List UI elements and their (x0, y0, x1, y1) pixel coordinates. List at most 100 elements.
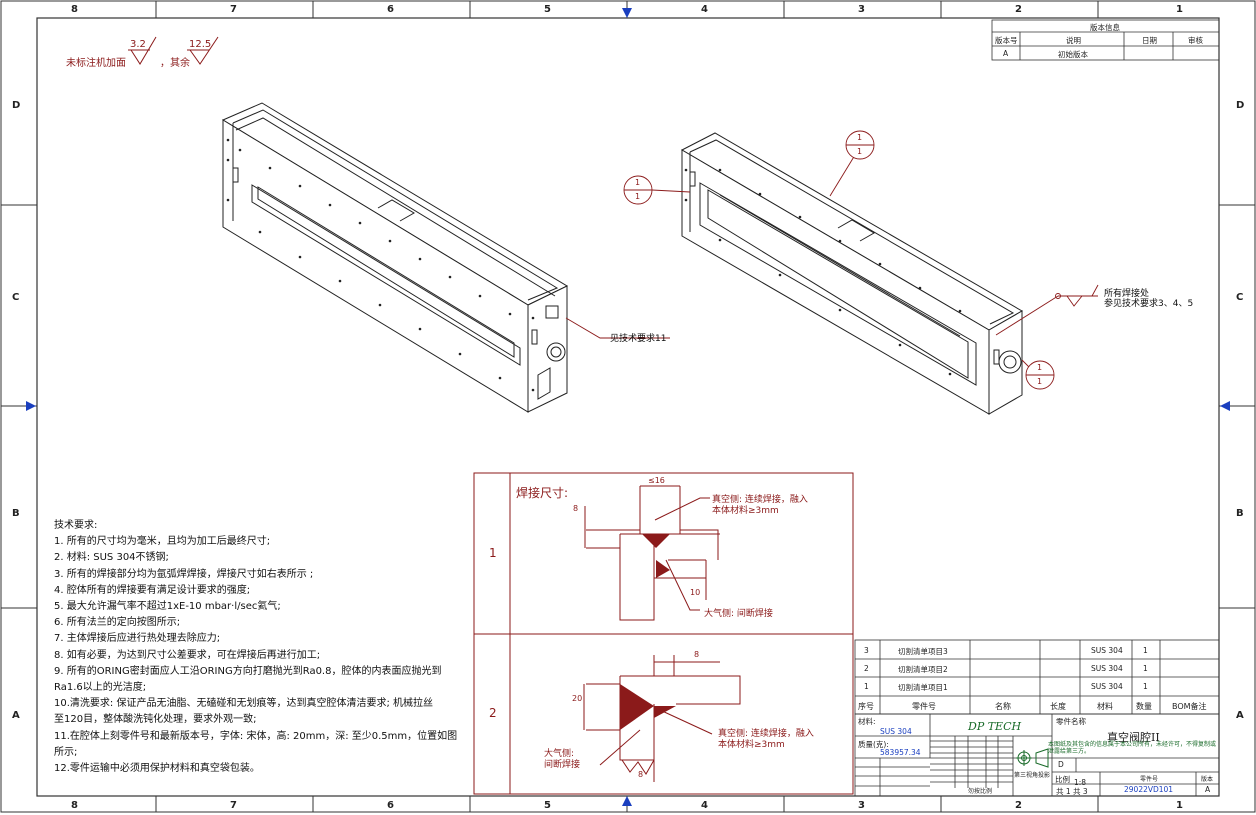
weld-note-line1: 所有焊接处 (1104, 289, 1150, 299)
bom-header-part: 零件号 (912, 702, 936, 711)
tb-scale-label: 比例 (1055, 775, 1070, 784)
bom-row1-material: SUS 304 (1091, 682, 1123, 691)
weld-balloons (623, 130, 1055, 390)
balloon-top-bottom: 1 (857, 147, 863, 156)
tb-projection: 第三视角投影 (1014, 772, 1051, 779)
revision-row-version: A (1003, 49, 1009, 58)
balloon-right-top: 1 (1037, 363, 1043, 372)
tech-item: 11.在腔体上刻零件号和最新版本号，字体: 宋体，高: 20mm，深: 至少0.… (54, 730, 458, 742)
bom-row3-material: SUS 304 (1091, 646, 1123, 655)
d2-atmosphere-line1: 大气侧: (544, 749, 575, 759)
revision-title: 版本信息 (1090, 23, 1120, 32)
zone-row-b: B (12, 508, 20, 519)
zone-col-5: 5 (544, 4, 551, 15)
technical-requirements: 技术要求: 1. 所有的尺寸均为毫米，且均为加工后最终尺寸; 2. 材料: SU… (54, 518, 457, 777)
bom-row1-part: 切割清单项目1 (898, 683, 948, 692)
d2-vacuum-line2: 本体材料≥3mm (718, 740, 785, 750)
tb-part-no: 29022VD101 (1124, 785, 1174, 794)
zone-col-6: 6 (387, 4, 394, 15)
zone-col-6-bottom: 6 (387, 800, 394, 811)
bom-row2-no: 2 (864, 664, 869, 673)
weld-detail-row2-number: 2 (489, 706, 497, 720)
tech-item: 4. 腔体所有的焊接要有满足设计要求的强度; (54, 584, 251, 596)
tech-item: 6. 所有法兰的定向按图所示; (54, 617, 181, 629)
inner-frame (36, 17, 1220, 797)
zone-row-b-right: B (1236, 508, 1244, 519)
title-block-lines (854, 713, 1220, 797)
bom-row2-part: 切割清单项目2 (898, 665, 948, 674)
weld-detail-2-fillets (620, 684, 676, 730)
zone-col-4: 4 (701, 4, 708, 15)
weld-detail-2 (583, 655, 741, 782)
surface-finish-symbols (128, 36, 219, 65)
tb-size: D (1058, 760, 1064, 769)
tb-mass: 583957.34 (880, 748, 921, 757)
zone-row-a: A (12, 710, 20, 721)
tb-part-name: 真空阀腔II (1107, 731, 1160, 744)
revision-header-review: 审核 (1188, 36, 1203, 45)
weld-detail-row1-number: 1 (489, 546, 497, 560)
bom-header-no: 序号 (858, 702, 874, 711)
tb-company: DP TECH (968, 720, 1022, 733)
tb-material-label: 材料: (858, 717, 876, 726)
tech-item: 1. 所有的尺寸均为毫米，且均为加工后最终尺寸; (54, 536, 271, 548)
tech-item: Ra1.6以上的光洁度; (54, 682, 147, 694)
projection-icon (1016, 748, 1049, 768)
d2-dim-bottom: 8 (638, 770, 644, 779)
weld-detail-frame (473, 472, 854, 795)
right-isometric-part (680, 132, 1023, 415)
balloon-top-top: 1 (857, 133, 863, 142)
tech-title: 技术要求: (54, 520, 98, 531)
zone-col-3: 3 (858, 4, 865, 15)
surface-note-value1: 3.2 (130, 39, 146, 50)
right-part-bolt-holes (684, 168, 962, 376)
tech-item: 10.清洗要求: 保证产品无油脂、无磕碰和无划痕等，达到真空腔体清洁要求; 机械… (54, 698, 433, 710)
tb-part-no-label: 零件号 (1140, 776, 1159, 783)
left-note-leader (565, 317, 670, 339)
bom-row2-qty: 1 (1143, 664, 1148, 673)
d1-vacuum-line1: 真空侧: 连续焊接，融入 (712, 495, 808, 505)
bom-row2-material: SUS 304 (1091, 664, 1123, 673)
zone-row-c: C (12, 292, 20, 303)
bom-row3-no: 3 (864, 646, 869, 655)
tech-item: 至120目，整体酸洗钝化处理，要求外观一致; (54, 714, 257, 726)
revision-header-desc: 说明 (1066, 36, 1081, 45)
zone-col-2-bottom: 2 (1015, 800, 1022, 811)
zone-col-8-bottom: 8 (71, 800, 78, 811)
d1-dim-top: ≤16 (648, 476, 665, 485)
tech-item: 8. 如有必要，为达到尺寸公差要求，可在焊接后再进行加工; (54, 649, 321, 661)
balloon-left-bottom: 1 (635, 192, 641, 201)
centering-arrows (26, 8, 1230, 806)
surface-note-prefix: 未标注机加面 (66, 58, 126, 69)
balloon-right-bottom: 1 (1037, 377, 1043, 386)
zone-col-7: 7 (230, 4, 237, 15)
tb-part-name-label: 零件名称 (1056, 717, 1086, 726)
d2-dim-top: 8 (694, 650, 700, 659)
d2-atmosphere-line2: 间断焊接 (544, 760, 581, 770)
zone-row-d-right: D (1236, 100, 1245, 111)
d1-vacuum-line2: 本体材料≥3mm (712, 506, 779, 516)
d1-dim-right: 10 (690, 588, 701, 597)
zone-row-d: D (12, 100, 21, 111)
bom-table-lines (854, 639, 1220, 715)
d2-dim-left: 20 (572, 694, 583, 703)
weld-detail-1 (584, 485, 720, 621)
bom-row3-qty: 1 (1143, 646, 1148, 655)
zone-row-c-right: C (1236, 292, 1244, 303)
zone-col-7-bottom: 7 (230, 800, 237, 811)
tb-sheet: 共 1 共 3 (1056, 787, 1088, 796)
tech-item: 所示; (54, 746, 78, 758)
tb-version-label: 版本 (1201, 776, 1214, 783)
d1-dim-left: 8 (573, 504, 579, 513)
zone-row-a-right: A (1236, 710, 1244, 721)
tech-item: 7. 主体焊接后应进行热处理去除应力; (54, 633, 221, 645)
left-isometric-part (221, 102, 569, 413)
tb-scale: 1:8 (1074, 778, 1087, 787)
tb-mass-label: 质量(克): (858, 740, 889, 749)
weld-detail-1-fillets (642, 534, 670, 578)
bom-row3-part: 切割清单项目3 (898, 647, 948, 656)
tb-material: SUS 304 (880, 727, 912, 736)
tech-item: 5. 最大允许漏气率不超过1xE-10 mbar·l/sec氦气; (54, 601, 281, 613)
